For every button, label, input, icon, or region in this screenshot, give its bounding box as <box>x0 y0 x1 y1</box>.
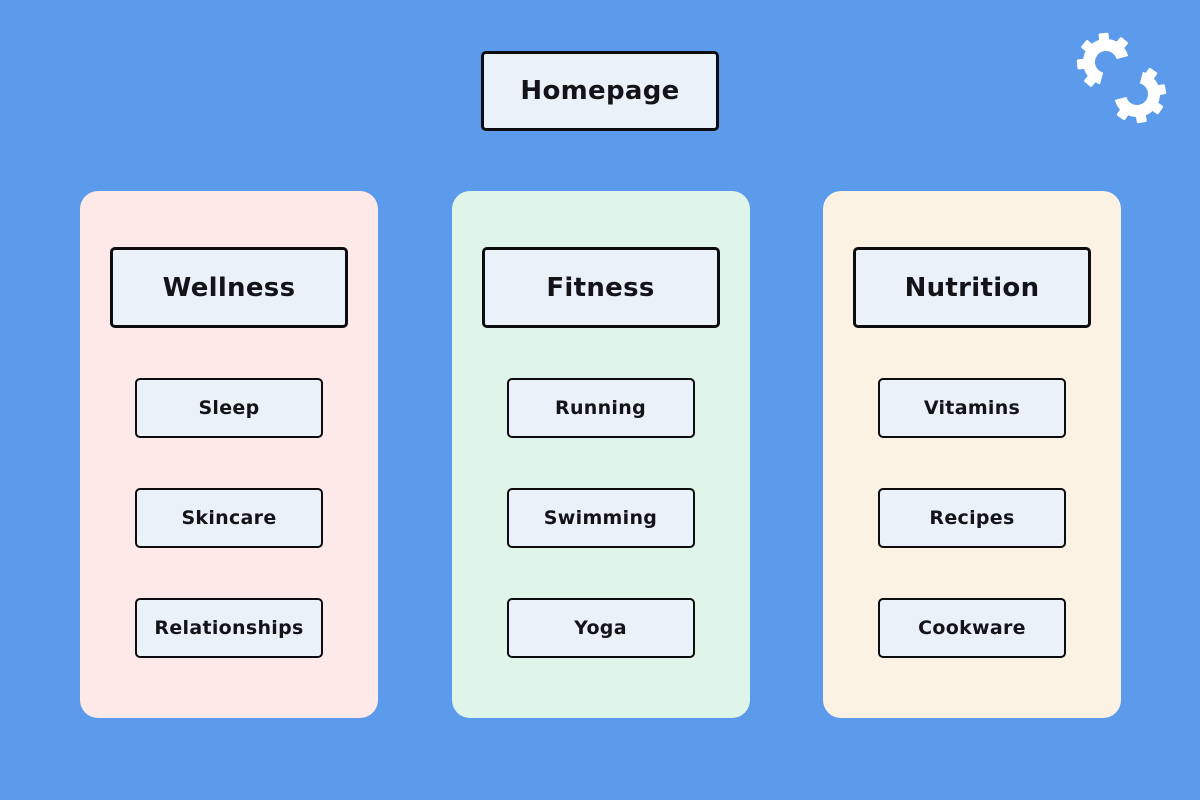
page-node-cookware[interactable]: Cookware <box>878 598 1066 658</box>
category-label: Wellness <box>162 272 296 303</box>
page-node-yoga[interactable]: Yoga <box>506 598 695 658</box>
page-node-vitamins[interactable]: Vitamins <box>878 378 1066 438</box>
page-label: Running <box>555 397 646 419</box>
category-label: Nutrition <box>904 272 1040 303</box>
gear-half-top-left <box>1076 32 1129 87</box>
page-label: Skincare <box>181 507 277 529</box>
page-label: Swimming <box>543 507 658 529</box>
category-node-nutrition[interactable]: Nutrition <box>853 247 1091 328</box>
page-node-skincare[interactable]: Skincare <box>135 488 323 548</box>
category-label: Fitness <box>546 272 655 303</box>
category-node-wellness[interactable]: Wellness <box>110 247 348 328</box>
category-panel-fitness: Fitness Running Swimming Yoga <box>451 191 750 718</box>
page-label: Cookware <box>918 617 1026 639</box>
interlocking-gears-icon <box>1076 32 1167 124</box>
category-panel-nutrition: Nutrition Vitamins Recipes Cookware <box>823 191 1121 718</box>
page-node-swimming[interactable]: Swimming <box>506 488 695 548</box>
page-label: Recipes <box>929 507 1015 529</box>
logo <box>1074 32 1170 124</box>
category-node-fitness[interactable]: Fitness <box>481 247 720 328</box>
category-columns: Wellness Sleep Skincare Relationships Fi… <box>80 191 1121 718</box>
page-label: Vitamins <box>923 397 1021 419</box>
page-node-recipes[interactable]: Recipes <box>878 488 1066 548</box>
page-label: Yoga <box>574 617 627 639</box>
gear-half-bottom-right <box>1114 67 1167 124</box>
page-label: Relationships <box>154 617 304 639</box>
homepage-node[interactable]: Homepage <box>481 51 719 131</box>
page-node-running[interactable]: Running <box>506 378 695 438</box>
page-node-sleep[interactable]: Sleep <box>135 378 323 438</box>
homepage-label: Homepage <box>520 76 680 106</box>
category-panel-wellness: Wellness Sleep Skincare Relationships <box>80 191 378 718</box>
page-node-relationships[interactable]: Relationships <box>135 598 323 658</box>
page-label: Sleep <box>198 397 260 419</box>
